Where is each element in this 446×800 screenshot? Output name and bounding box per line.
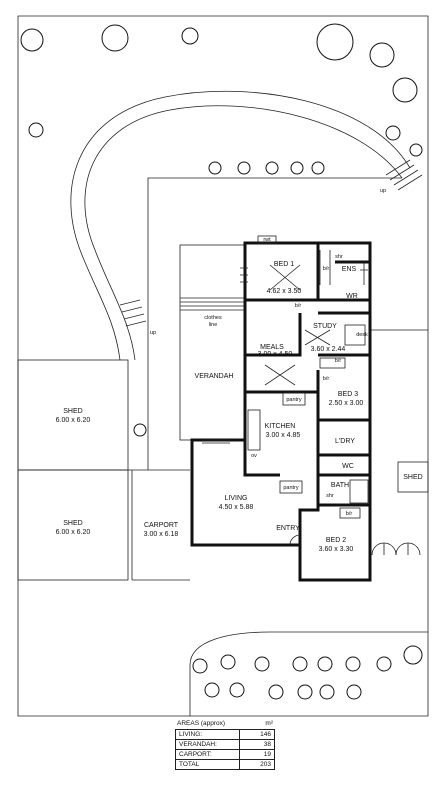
bed2-size: 3.60 x 3.30: [319, 546, 354, 553]
clothes-line-label-1: clothes: [204, 315, 222, 321]
area-value: 38: [239, 739, 275, 750]
pantry-label-2: pantry: [283, 485, 299, 491]
shr-bottom-label: shr: [326, 493, 334, 499]
verandah-name: VERANDAH: [195, 373, 234, 380]
trees-top: [20, 23, 423, 437]
area-total-label: TOTAL: [175, 759, 240, 770]
shed-top-size: 6.00 x 6.20: [56, 417, 91, 424]
robe-label-2: b/r: [295, 303, 302, 309]
rwt-label: rwt: [263, 237, 271, 243]
kitchen-name: KITCHEN: [265, 423, 296, 430]
living-name: LIVING: [225, 495, 248, 502]
shed-bottom-size: 6.00 x 6.20: [56, 529, 91, 536]
robe-label-5: b/r: [346, 511, 353, 517]
pantry-label-1: pantry: [286, 397, 302, 403]
wr-name: WR: [346, 293, 358, 300]
clothes-line-label-2: line: [209, 322, 218, 328]
meals-size: 3.00 x 4.50: [258, 351, 293, 358]
area-label: VERANDAH:: [175, 739, 240, 750]
verandah-steps: [180, 297, 245, 311]
yard-line: [147, 177, 402, 470]
area-label: LIVING:: [175, 729, 240, 740]
robe-label-4: b/r: [323, 376, 330, 382]
shed-bottom-name: SHED: [63, 520, 82, 527]
wc-name: WC: [342, 463, 354, 470]
living-size: 4.50 x 5.88: [219, 504, 254, 511]
study-size: 3.60 x 2.44: [311, 346, 346, 353]
desk-label: desk: [356, 332, 368, 338]
study-name: STUDY: [313, 323, 337, 330]
bed1-size: 4.62 x 3.50: [267, 288, 302, 295]
table-row: LIVING: 146: [175, 729, 275, 740]
doors: [202, 439, 421, 556]
bed2-name: BED 2: [326, 537, 346, 544]
lawn-outline: [189, 631, 428, 716]
curved-driveway: [70, 90, 423, 361]
shed-top-outline: [17, 359, 129, 471]
kitchen-size: 3.00 x 4.85: [266, 432, 301, 439]
entry-name: ENTRY: [276, 525, 300, 532]
up-label-top: up: [380, 188, 386, 194]
shed-bottom-outline: [17, 469, 129, 581]
areas-title: AREAS (approx): [177, 720, 226, 727]
up-label-left: up: [150, 330, 156, 336]
areas-table: AREAS (approx) m² LIVING: 146 VERANDAH: …: [175, 720, 275, 770]
trees-bottom: [192, 645, 423, 700]
fixtures: [240, 235, 369, 519]
ldry-name: L'DRY: [335, 438, 355, 445]
area-total-value: 203: [239, 759, 275, 770]
shed-right-name: SHED: [403, 474, 422, 481]
property-boundary: [17, 15, 429, 717]
shed-right-outline: [397, 461, 429, 493]
bed1-name: BED 1: [274, 261, 294, 268]
robe-label-1: b/r: [323, 266, 330, 272]
table-row: CARPORT: 19: [175, 749, 275, 760]
carport-outline: [128, 469, 190, 581]
area-value: 146: [239, 729, 275, 740]
verandah-outline: [179, 244, 246, 441]
areas-grid: LIVING: 146 VERANDAH: 38 CARPORT: 19 TOT…: [175, 729, 275, 770]
robe-label-3: b/r: [335, 358, 342, 364]
bed3-size: 2.50 x 3.00: [329, 400, 364, 407]
carport-name: CARPORT: [144, 522, 179, 529]
meals-name: MEALS: [260, 344, 284, 351]
oven-label: ov: [251, 453, 257, 459]
bath-name: BATH: [331, 482, 349, 489]
shed-top-name: SHED: [63, 408, 82, 415]
table-row-total: TOTAL 203: [175, 759, 275, 770]
carport-size: 3.00 x 6.18: [144, 531, 179, 538]
bed3-name: BED 3: [338, 391, 358, 398]
ens-name: ENS: [342, 266, 357, 273]
area-value: 19: [239, 749, 275, 760]
areas-unit: m²: [265, 720, 273, 727]
area-label: CARPORT:: [175, 749, 240, 760]
table-row: VERANDAH: 38: [175, 739, 275, 750]
shr-top-label: shr: [335, 254, 343, 260]
